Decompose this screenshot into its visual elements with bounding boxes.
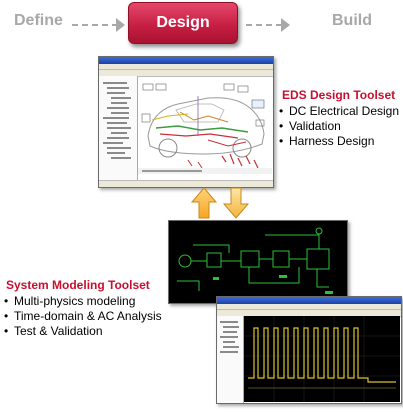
eds-window-titlebar [99, 57, 273, 64]
list-item: •DC Electrical Design [279, 104, 400, 118]
vehicle-harness-diagram [138, 83, 272, 174]
waveform-window [216, 296, 402, 404]
dashed-arrow-right-icon [281, 18, 290, 32]
eds-window-menubar [99, 64, 273, 70]
list-item: •Time-domain & AC Analysis [4, 309, 162, 323]
eds-screenshot-window [98, 56, 274, 188]
waveform-project-tree [217, 316, 244, 403]
arrow-down-icon [222, 187, 250, 219]
step-design-label: Design [156, 14, 210, 31]
step-define: Define [14, 12, 63, 29]
step-design-button[interactable]: Design [128, 2, 238, 44]
list-item: •Harness Design [279, 134, 375, 148]
eds-window-statusbar [99, 180, 273, 187]
step-build: Build [332, 12, 372, 29]
dashed-arrow-right-icon [116, 18, 125, 32]
list-item: •Validation [279, 119, 341, 133]
system-schematic-diagram [177, 227, 333, 294]
list-item: •Test & Validation [4, 324, 103, 338]
flow-arrow-line-2 [246, 24, 282, 26]
arrow-up-icon [190, 187, 218, 219]
waveform-plot [244, 316, 400, 402]
waveform-window-titlebar [217, 297, 401, 304]
eds-toolset-title: EDS Design Toolset [282, 88, 396, 102]
eds-project-tree [99, 76, 138, 181]
system-feature-list: •Multi-physics modeling •Time-domain & A… [4, 294, 162, 339]
eds-window-toolbar [99, 70, 273, 77]
eds-feature-list: •DC Electrical Design •Validation •Harne… [279, 104, 399, 149]
exchange-arrows [190, 187, 250, 219]
system-schematic-window [168, 220, 348, 304]
flow-arrow-line-1 [72, 24, 118, 26]
waveform-window-menubar [217, 304, 401, 310]
list-item: •Multi-physics modeling [4, 294, 136, 308]
system-toolset-title: System Modeling Toolset [6, 278, 150, 292]
